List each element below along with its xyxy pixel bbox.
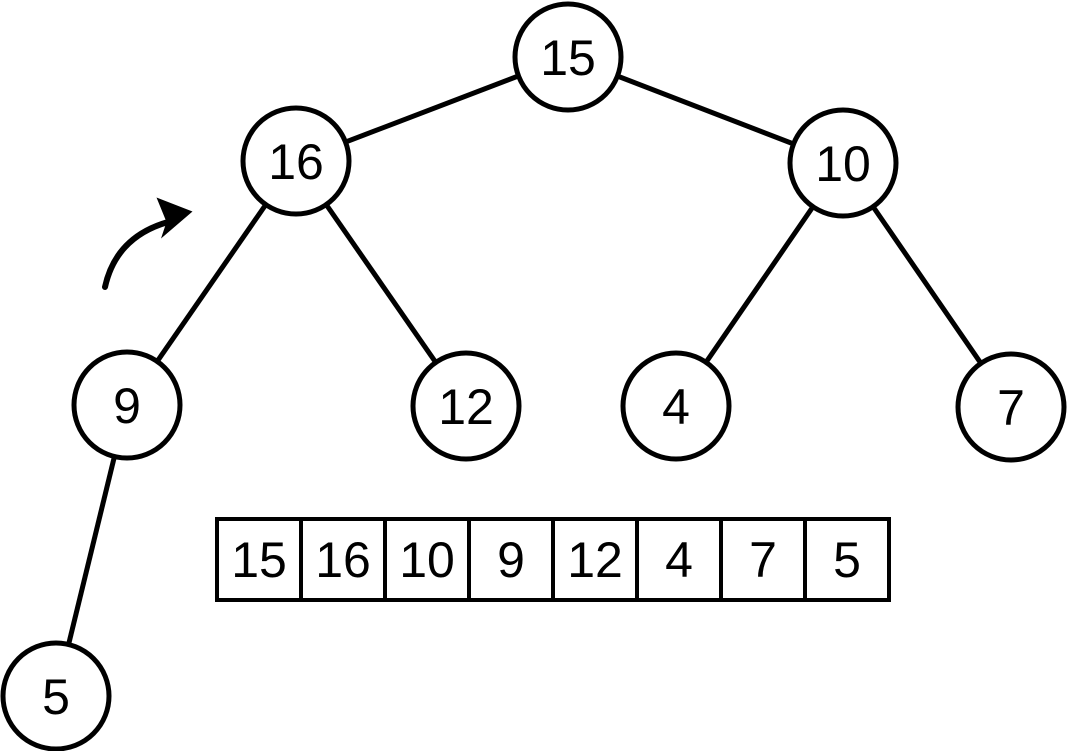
node-circle	[410, 350, 522, 462]
tree-node-15: 15	[512, 1, 624, 113]
node-circle	[0, 640, 112, 751]
node-label: 4	[662, 379, 690, 435]
array-cell-1: 16	[299, 517, 387, 602]
node-label: 5	[42, 669, 70, 725]
node-circle	[71, 349, 183, 461]
array-cell-0: 15	[215, 517, 303, 602]
array-cell-3: 9	[467, 517, 555, 602]
tree-node-4: 4	[620, 350, 732, 462]
arrow-curve	[102, 219, 171, 290]
node-label: 16	[268, 134, 324, 190]
tree-node-10: 10	[787, 107, 899, 219]
node-label: 7	[997, 380, 1025, 436]
node-circle	[620, 350, 732, 462]
array-cell-6: 7	[719, 517, 807, 602]
tree-node-5: 5	[0, 640, 112, 751]
node-circle	[787, 107, 899, 219]
array-representation: 15 16 10 9 12 4 7 5	[215, 517, 891, 602]
array-cell-7: 5	[803, 517, 891, 602]
curved-arrow	[102, 197, 193, 290]
array-cell-4: 12	[551, 517, 639, 602]
tree-node-9: 9	[71, 349, 183, 461]
node-label: 15	[540, 30, 596, 86]
tree-node-16: 16	[240, 105, 352, 217]
node-circle	[240, 105, 352, 217]
node-label: 10	[815, 136, 871, 192]
array-cell-2: 10	[383, 517, 471, 602]
node-circle	[955, 351, 1067, 463]
node-circle	[512, 1, 624, 113]
tree-node-12: 12	[410, 350, 522, 462]
arrow-head-icon	[156, 197, 193, 239]
array-cell-5: 4	[635, 517, 723, 602]
node-label: 12	[438, 379, 494, 435]
tree-node-7: 7	[955, 351, 1067, 463]
node-label: 9	[113, 378, 141, 434]
